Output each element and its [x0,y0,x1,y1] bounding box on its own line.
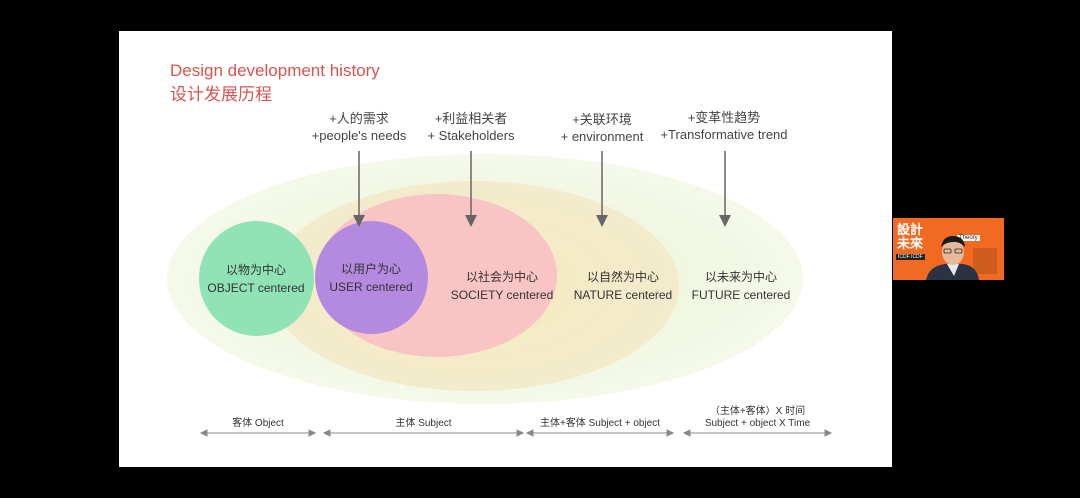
bottom-line1: （主体+客体）X 时间 [709,406,806,417]
speaker-video-thumbnail[interactable]: 設計未來 ICDF ICDF Theory [893,218,1004,280]
stage-society-label: 以社会为中心 SOCIETY centered [437,268,567,304]
bottom-line1 [529,406,671,418]
bottom-label-object: 客体 Object [203,406,313,430]
stage-object-label: 以物为中心 OBJECT centered [201,261,311,297]
webcam-tag: ICDF ICDF [896,254,925,260]
annotation-stakeholders: +利益相关者 + Stakeholders [391,110,551,144]
user-circle [315,221,428,334]
arrows-layer [199,151,833,437]
annotation-en: + Stakeholders [427,128,515,143]
stage-object-en: OBJECT centered [207,281,305,295]
stage-nature-label: 以自然为中心 NATURE centered [563,268,683,304]
slide-title-zh: 设计发展历程 [170,85,272,104]
annotation-en: +people's needs [311,128,407,143]
annotation-en: +Transformative trend [660,127,788,142]
bottom-label-subject: 主体 Subject [326,406,521,430]
annotation-transformative-trend: +变革性趋势 +Transformative trend [639,109,809,143]
stage-object-zh: 以物为中心 [225,263,286,277]
bottom-line1 [326,406,521,418]
presentation-slide: Design development history 设计发展历程 以物为中心 … [119,31,892,467]
annotation-zh: +关联环境 [572,112,632,127]
annotation-zh: +人的需求 [329,111,389,126]
stage-society-zh: 以社会为中心 [465,270,538,284]
bottom-line2: Subject + object X Time [704,418,811,429]
stage-society-en: SOCIETY centered [450,288,554,302]
annotation-people-needs: +人的需求 +people's needs [279,110,439,144]
annotation-environment: +关联环境 + environment [522,111,682,145]
annotation-zh: +利益相关者 [434,111,508,126]
stage-user-zh: 以用户为心 [340,262,401,276]
bottom-label-subject-object: 主体+客体 Subject + object [529,406,671,430]
stage-user-label: 以用户为心 USER centered [316,260,426,296]
bottom-line2: 主体+客体 Subject + object [539,418,661,429]
stage-future-zh: 以未来为中心 [704,270,777,284]
stage-user-en: USER centered [329,280,413,294]
stage-future-en: FUTURE centered [691,288,791,302]
bottom-line1 [203,406,313,418]
stage-future-label: 以未来为中心 FUTURE centered [681,268,801,304]
stage-nature-en: NATURE centered [573,288,673,302]
stage-nature-zh: 以自然为中心 [586,270,659,284]
bottom-label-time: （主体+客体）X 时间 Subject + object X Time [686,406,829,430]
bottom-line2: 主体 Subject [395,418,452,429]
slide-title-en: Design development history [170,61,380,80]
webcam-badge: Theory [957,235,980,241]
bottom-line2: 客体 Object [232,418,284,429]
object-circle [199,221,314,336]
speaker-avatar [926,236,997,280]
annotation-zh: +变革性趋势 [687,110,761,125]
webcam-brand-text: 設計未來 [897,222,924,251]
annotation-en: + environment [560,129,644,144]
